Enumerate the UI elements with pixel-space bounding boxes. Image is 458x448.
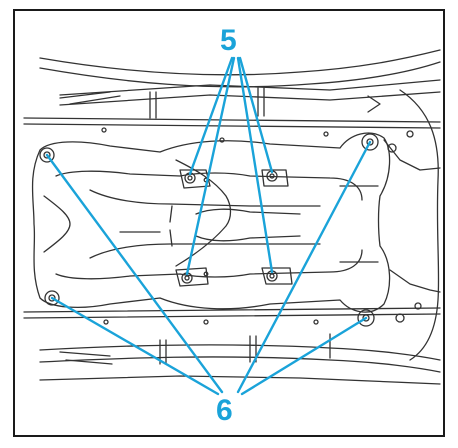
leader-6-to-bolt-front-right xyxy=(236,140,372,394)
vehicle-underbody-lineart xyxy=(23,49,441,385)
leader-6-to-bolt-rear-left xyxy=(50,296,220,396)
leader-5-to-bolt-upper-left xyxy=(188,56,234,176)
callout-label-6: 6 xyxy=(216,394,233,427)
leader-6-to-bolt-front-left xyxy=(45,153,224,394)
callout-leaders xyxy=(45,56,372,396)
leader-5-to-bolt-upper-right xyxy=(238,56,274,174)
callout-label-5: 5 xyxy=(220,24,237,57)
leader-6-to-bolt-rear-right xyxy=(240,316,368,396)
leader-5-to-bolt-lower-right xyxy=(236,56,274,274)
leader-5-to-bolt-lower-left xyxy=(185,56,236,276)
diagram-frame xyxy=(13,9,445,437)
